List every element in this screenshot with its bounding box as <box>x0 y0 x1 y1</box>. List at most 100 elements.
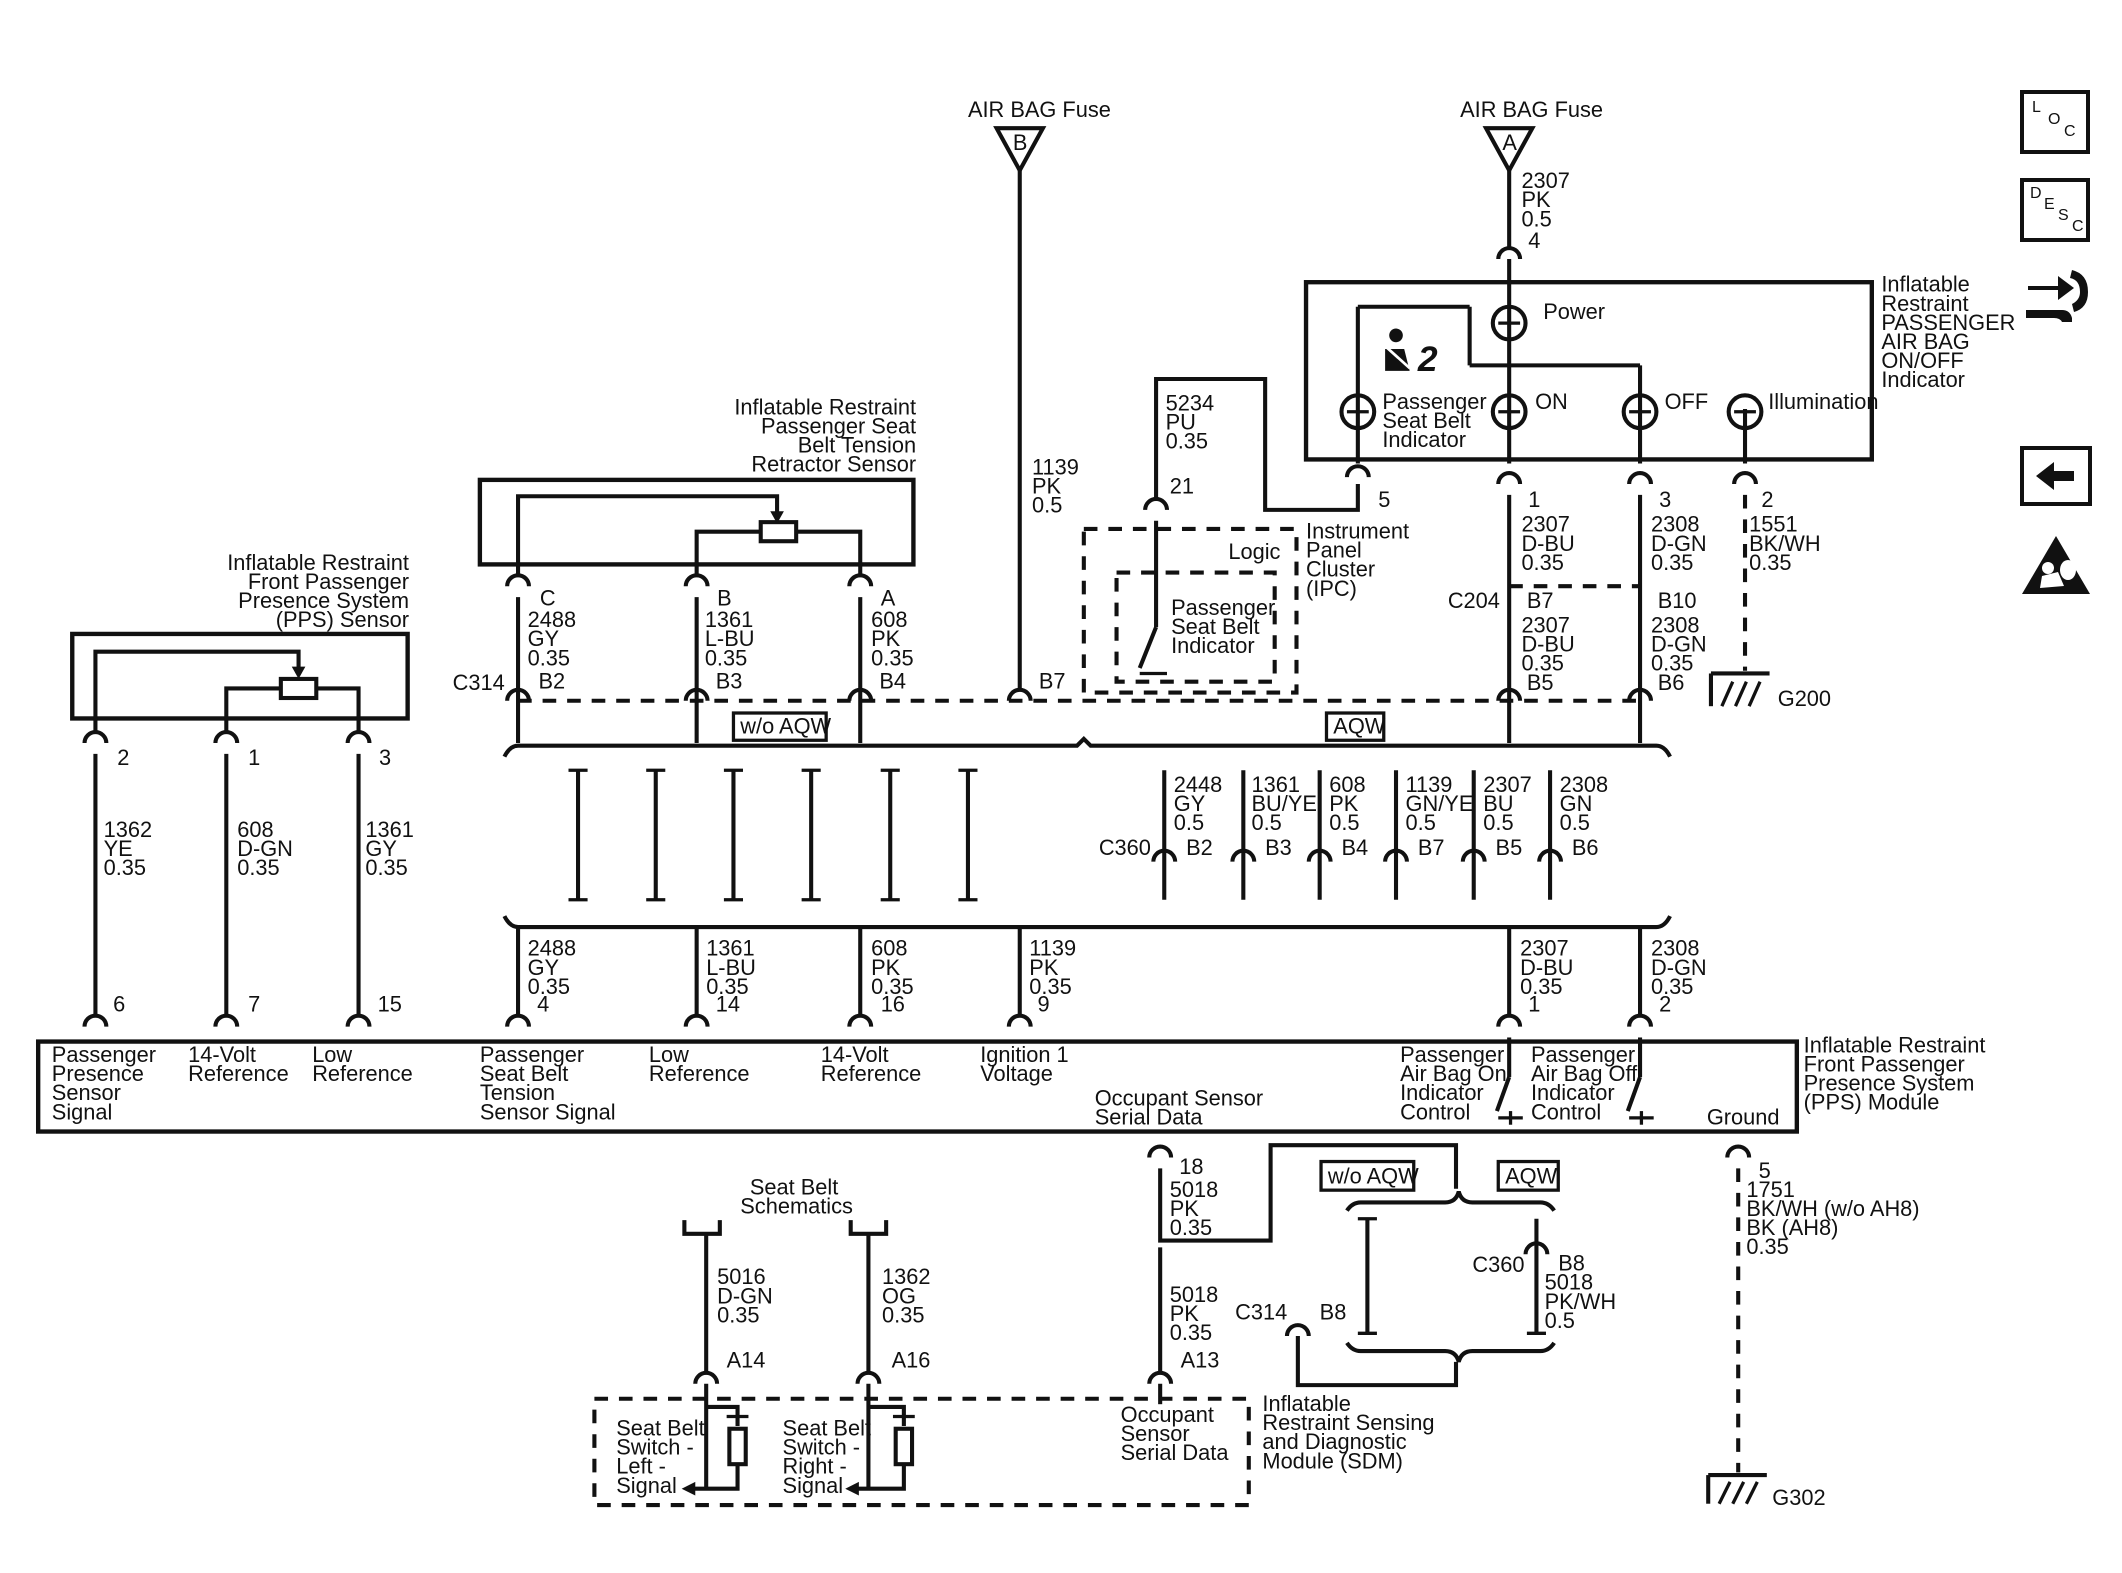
fuse-b-wire-code: 1139 <box>1032 454 1079 479</box>
svg-text:2308: 2308 <box>1651 613 1700 638</box>
svg-text:B7: B7 <box>1418 835 1445 860</box>
sdm-occupant-label: Occupant Sensor Serial Data <box>1121 1402 1230 1465</box>
svg-text:2: 2 <box>117 745 129 770</box>
desc-nav-button[interactable]: D E S C <box>2020 178 2090 242</box>
svg-text:7: 7 <box>248 992 260 1017</box>
svg-text:B6: B6 <box>1572 835 1599 860</box>
svg-text:0.5: 0.5 <box>1329 810 1359 835</box>
pps-terminal-tension-signal: Passenger Seat Belt Tension Sensor Signa… <box>480 1042 616 1124</box>
fuse-a-letter: A <box>1502 130 1517 155</box>
svg-text:1: 1 <box>1528 992 1540 1017</box>
svg-text:OG: OG <box>882 1283 916 1308</box>
pps-terminal-14v-ref: 14-Volt Reference <box>188 1042 289 1086</box>
sdm-option-bracket-top <box>1345 1190 1556 1212</box>
pps-terminal-airbag-on: Passenger Air Bag On Indicator Control <box>1400 1042 1507 1124</box>
lower-wires <box>505 927 1654 1027</box>
lower-option-bracket <box>502 915 1672 930</box>
svg-text:2: 2 <box>1659 992 1671 1017</box>
svg-text:D-BU: D-BU <box>1521 632 1574 657</box>
svg-text:1361: 1361 <box>705 607 754 632</box>
pps-module-box <box>35 1039 1800 1134</box>
svg-text:1139: 1139 <box>1406 772 1453 797</box>
option-aqw <box>1324 711 1386 742</box>
svg-text:BU/YE: BU/YE <box>1252 791 1317 816</box>
option-wo-aqw <box>731 711 828 742</box>
svg-text:Voltage: Voltage <box>980 1061 1053 1086</box>
loc-nav-button[interactable]: L O C <box>2020 90 2090 154</box>
svg-text:Air Bag Off: Air Bag Off <box>1531 1061 1638 1086</box>
svg-text:1751: 1751 <box>1746 1177 1795 1202</box>
pps-module-label: Inflatable Restraint Front Passenger Pre… <box>1804 1032 1986 1114</box>
svg-text:AQW: AQW <box>1505 1163 1557 1188</box>
svg-text:3: 3 <box>379 745 391 770</box>
fuse-b-title: AIR BAG Fuse <box>968 97 1111 122</box>
svg-text:B7: B7 <box>1039 668 1066 693</box>
svg-text:Switch -: Switch - <box>616 1435 694 1460</box>
svg-text:Schematics: Schematics <box>740 1193 853 1218</box>
svg-text:1: 1 <box>248 745 260 770</box>
svg-text:0.35: 0.35 <box>528 645 570 670</box>
svg-text:w/o AQW: w/o AQW <box>739 713 831 738</box>
svg-text:ON: ON <box>1535 389 1568 414</box>
svg-text:0.35: 0.35 <box>1166 429 1208 454</box>
svg-text:Passenger: Passenger <box>1400 1042 1504 1067</box>
svg-text:Occupant Sensor: Occupant Sensor <box>1095 1086 1263 1111</box>
svg-text:PK: PK <box>871 955 901 980</box>
svg-text:1361: 1361 <box>706 936 755 961</box>
pps-resistor-icon <box>278 676 319 701</box>
pps-terminal-ground: Ground <box>1707 1105 1780 1130</box>
seat-belt-left-circuit <box>681 1383 749 1496</box>
svg-text:2: 2 <box>1761 487 1773 512</box>
svg-text:A: A <box>881 585 896 610</box>
svg-text:Seat Belt: Seat Belt <box>480 1061 568 1086</box>
airbag-warning-icon[interactable] <box>2018 532 2094 598</box>
seat-belt-symbol-icon: 2 <box>1381 328 1438 379</box>
svg-text:14-Volt: 14-Volt <box>821 1042 889 1067</box>
svg-text:Occupant: Occupant <box>1121 1402 1214 1427</box>
svg-text:PASSENGER: PASSENGER <box>1881 310 2015 335</box>
svg-text:Inflatable: Inflatable <box>1881 272 1969 297</box>
retractor-resistor-icon <box>758 520 799 544</box>
upper-option-bracket <box>502 736 1672 758</box>
on-lamp: ON <box>1490 389 1568 431</box>
svg-text:A16: A16 <box>892 1347 931 1372</box>
svg-text:Indicator: Indicator <box>1400 1080 1484 1105</box>
svg-text:Instrument: Instrument <box>1306 519 1409 544</box>
svg-text:B4: B4 <box>879 668 906 693</box>
svg-text:Restraint Sensing: Restraint Sensing <box>1262 1410 1434 1435</box>
back-nav-button[interactable] <box>2020 446 2092 506</box>
svg-text:Sensor: Sensor <box>1121 1421 1190 1446</box>
svg-text:Passenger: Passenger <box>1171 595 1275 620</box>
svg-text:0.35: 0.35 <box>706 974 748 999</box>
connector-wrench-icon[interactable] <box>2022 264 2096 330</box>
svg-text:Indicator: Indicator <box>1881 367 1965 392</box>
svg-text:PK: PK <box>1521 187 1551 212</box>
svg-text:0.35: 0.35 <box>1170 1320 1212 1345</box>
sdm-option-bracket-bottom <box>1345 1341 1556 1363</box>
svg-text:1362: 1362 <box>104 817 153 842</box>
svg-text:Inflatable: Inflatable <box>1262 1391 1350 1416</box>
svg-text:Passenger: Passenger <box>480 1042 584 1067</box>
svg-text:Cluster: Cluster <box>1306 557 1375 582</box>
svg-text:Right -: Right - <box>783 1454 847 1479</box>
svg-text:Seat Belt: Seat Belt <box>1171 614 1259 639</box>
svg-text:A14: A14 <box>727 1347 766 1372</box>
svg-text:2488: 2488 <box>528 607 577 632</box>
ipc-logic-label: Logic <box>1228 539 1280 564</box>
svg-text:PK: PK <box>1170 1301 1200 1326</box>
svg-text:BK/WH: BK/WH <box>1749 531 1820 556</box>
svg-text:14: 14 <box>716 992 740 1017</box>
svg-text:Tension: Tension <box>480 1080 555 1105</box>
svg-text:PK: PK <box>1329 791 1359 816</box>
svg-text:5018: 5018 <box>1545 1270 1594 1295</box>
svg-text:608: 608 <box>237 817 273 842</box>
svg-text:0.35: 0.35 <box>1521 651 1563 676</box>
svg-text:Sensor Signal: Sensor Signal <box>480 1099 616 1124</box>
svg-text:2307: 2307 <box>1521 168 1570 193</box>
svg-text:G200: G200 <box>1778 686 1831 711</box>
svg-text:0.35: 0.35 <box>705 645 747 670</box>
svg-text:Indicator: Indicator <box>1171 633 1255 658</box>
g302-ground-icon <box>1706 1473 1767 1505</box>
svg-text:14-Volt: 14-Volt <box>188 1042 256 1067</box>
